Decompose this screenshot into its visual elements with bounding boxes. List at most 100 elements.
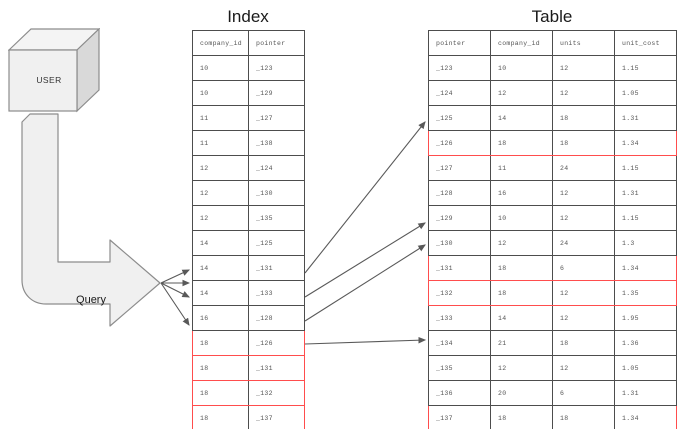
index-cell-pointer: _137 [248, 405, 305, 429]
table-cell-company_id: 12 [490, 355, 553, 381]
table-cell-pointer: _134 [428, 330, 491, 356]
index-cell-company_id: 18 [192, 355, 249, 381]
index-column-header: pointer [248, 30, 305, 56]
table-cell-unit_cost: 1.15 [614, 155, 677, 181]
index-cell-pointer: _133 [248, 280, 305, 306]
table-cell-pointer: _133 [428, 305, 491, 331]
index-row: 14_133 [192, 280, 305, 306]
table-cell-pointer: _131 [428, 255, 491, 281]
table-cell-units: 18 [552, 105, 615, 131]
table-column-header: pointer [428, 30, 491, 56]
index-cell-company_id: 12 [192, 205, 249, 231]
table-cell-units: 6 [552, 380, 615, 406]
table-cell-units: 18 [552, 405, 615, 429]
table-cell-pointer: _123 [428, 55, 491, 81]
index-cell-pointer: _131 [248, 355, 305, 381]
index-cell-company_id: 12 [192, 180, 249, 206]
table-cell-company_id: 18 [490, 130, 553, 156]
table-cell-unit_cost: 1.34 [614, 130, 677, 156]
index-cell-pointer: _131 [248, 255, 305, 281]
table-cell-company_id: 20 [490, 380, 553, 406]
index-cell-company_id: 14 [192, 230, 249, 256]
table-cell-pointer: _124 [428, 80, 491, 106]
table-cell-company_id: 12 [490, 230, 553, 256]
table-cell-company_id: 14 [490, 105, 553, 131]
table-cell-units: 12 [552, 205, 615, 231]
index-row: 11_127 [192, 105, 305, 131]
table-cell-pointer: _128 [428, 180, 491, 206]
table-cell-company_id: 10 [490, 205, 553, 231]
index-cell-company_id: 18 [192, 330, 249, 356]
index-row: 12_130 [192, 180, 305, 206]
index-row: 16_128 [192, 305, 305, 331]
index-cell-company_id: 11 [192, 105, 249, 131]
index-cell-pointer: _126 [248, 330, 305, 356]
table-cell-units: 12 [552, 355, 615, 381]
query-arrow-shape [21, 113, 161, 327]
table-cell-company_id: 10 [490, 55, 553, 81]
index-row-highlighted: 18_137 [192, 405, 305, 429]
index-row-highlighted: 18_132 [192, 380, 305, 406]
table-cell-company_id: 12 [490, 80, 553, 106]
table-cell-pointer: _137 [428, 405, 491, 429]
index-cell-company_id: 16 [192, 305, 249, 331]
table-cell-units: 12 [552, 280, 615, 306]
index-row: 12_135 [192, 205, 305, 231]
index-cell-pointer: _129 [248, 80, 305, 106]
table-cell-unit_cost: 1.05 [614, 80, 677, 106]
index-cell-company_id: 14 [192, 280, 249, 306]
index-cell-company_id: 14 [192, 255, 249, 281]
index-cell-company_id: 18 [192, 405, 249, 429]
table-cell-unit_cost: 1.35 [614, 280, 677, 306]
user-label: USER [36, 75, 62, 85]
table-cell-company_id: 18 [490, 255, 553, 281]
index-row-highlighted: 18_126 [192, 330, 305, 356]
table-cell-units: 12 [552, 180, 615, 206]
table-column-header: unit_cost [614, 30, 677, 56]
index-row-highlighted: 18_131 [192, 355, 305, 381]
table-cell-units: 24 [552, 230, 615, 256]
table-cell-unit_cost: 1.31 [614, 380, 677, 406]
table-cell-units: 18 [552, 130, 615, 156]
table-cell-unit_cost: 1.31 [614, 180, 677, 206]
index-cell-pointer: _124 [248, 155, 305, 181]
table-cell-pointer: _132 [428, 280, 491, 306]
table-cell-units: 12 [552, 80, 615, 106]
index-column-header: company_id [192, 30, 249, 56]
table-cell-pointer: _135 [428, 355, 491, 381]
table-cell-units: 12 [552, 55, 615, 81]
table-column-header: units [552, 30, 615, 56]
table-title: Table [531, 7, 573, 26]
table-cell-pointer: _130 [428, 230, 491, 256]
index-row: 14_125 [192, 230, 305, 256]
table-cell-unit_cost: 1.15 [614, 205, 677, 231]
index-row: 14_131 [192, 255, 305, 281]
index-cell-company_id: 10 [192, 80, 249, 106]
table-cell-unit_cost: 1.34 [614, 405, 677, 429]
index-cell-pointer: _138 [248, 130, 305, 156]
index-cell-pointer: _130 [248, 180, 305, 206]
table-cell-company_id: 14 [490, 305, 553, 331]
index-cell-pointer: _135 [248, 205, 305, 231]
table-cell-unit_cost: 1.3 [614, 230, 677, 256]
index-cell-company_id: 12 [192, 155, 249, 181]
index-row: 10_129 [192, 80, 305, 106]
table-cell-units: 12 [552, 305, 615, 331]
index-cell-company_id: 10 [192, 55, 249, 81]
table-cell-unit_cost: 1.05 [614, 355, 677, 381]
query-label: Query [76, 294, 106, 306]
